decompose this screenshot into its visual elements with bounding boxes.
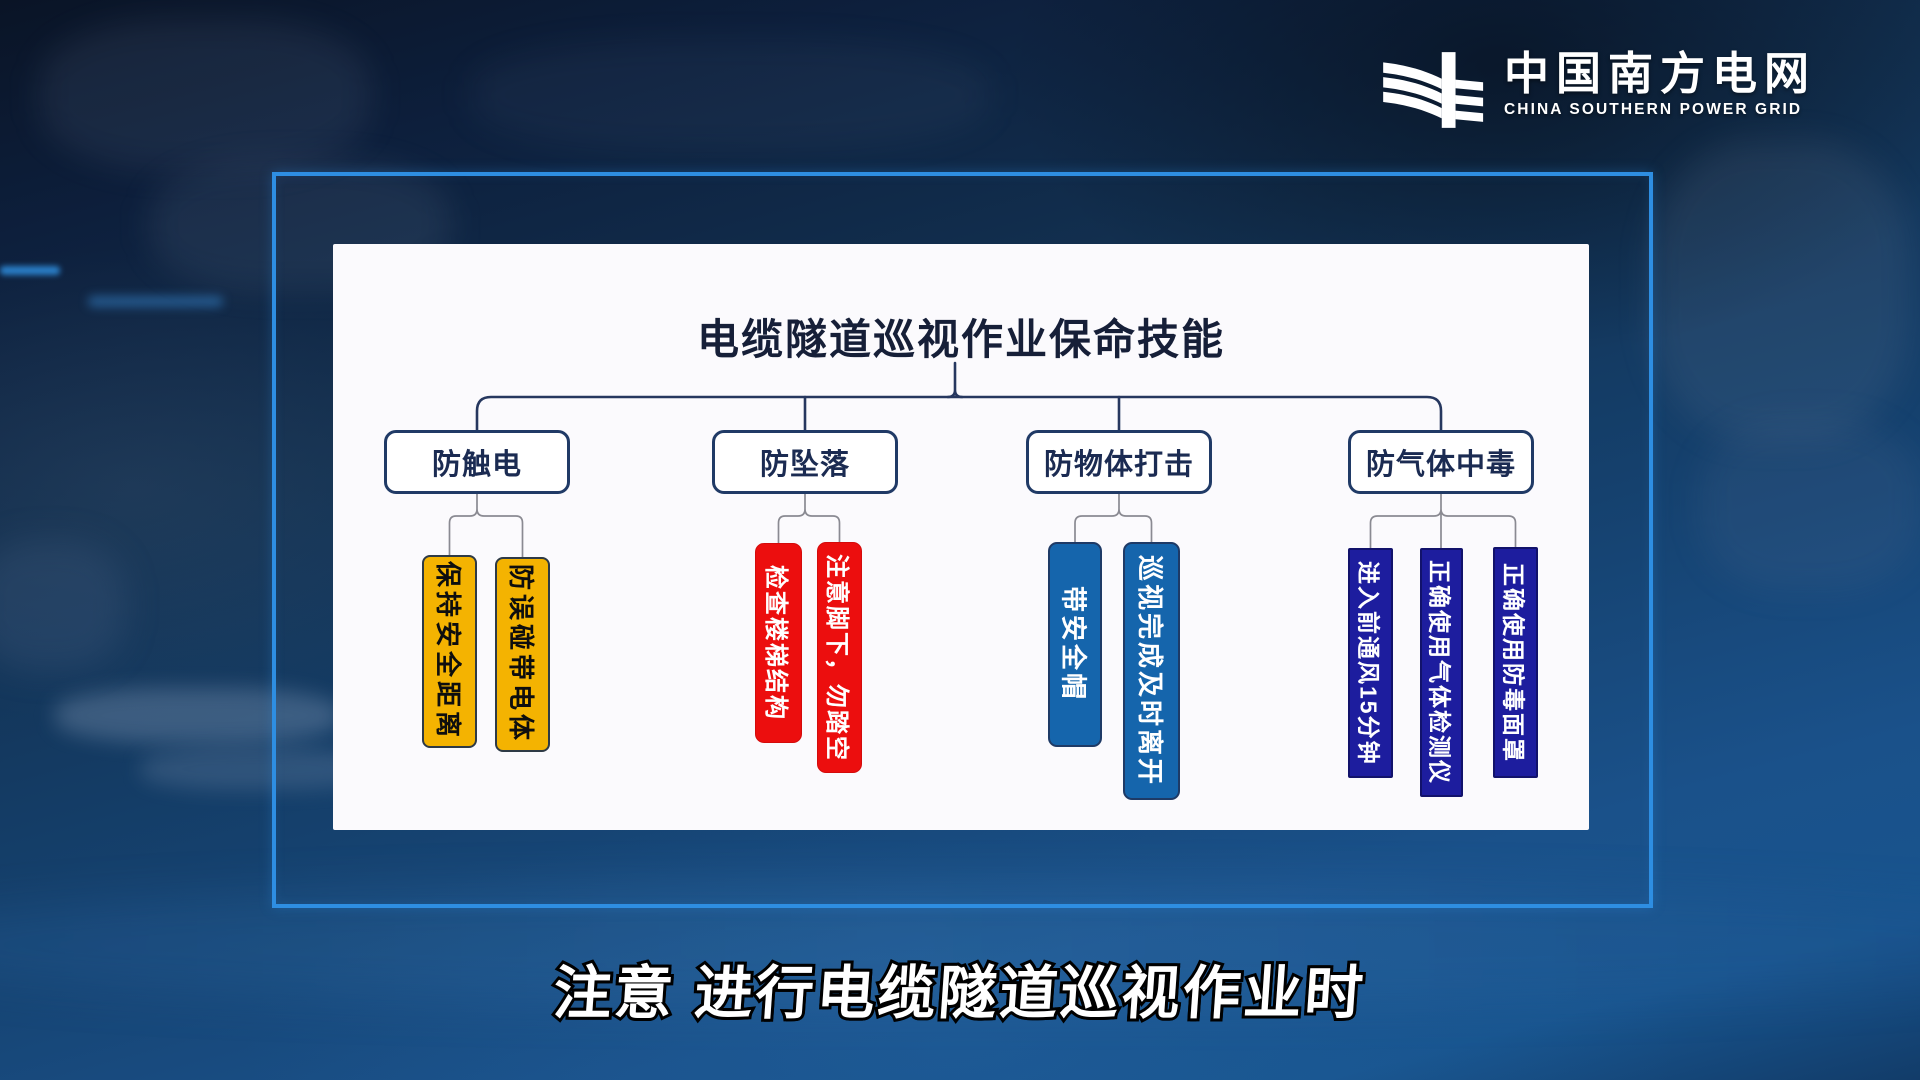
category-label: 防坠落 [759,449,850,481]
background-blur-shape [470,40,990,150]
leaf-label: 注意脚下，勿踏空 [823,553,850,762]
csg-logo-icon [1383,52,1484,128]
leaf-label: 进入前通风15分钟 [1355,560,1382,766]
highlight-frame [272,172,1653,908]
brand-name-cn: 中国南方电网 [1504,48,1817,99]
leaf-label: 巡视完成及时离开 [1135,554,1165,787]
brand-name-en: CHINA SOUTHERN POWER GRID [1504,101,1803,118]
leaf-connectors [448,493,1517,558]
category-label: 防气体中毒 [1365,449,1516,481]
category-gas-poisoning: 防气体中毒 [1348,430,1534,494]
leaf-label: 正确使用防毒面罩 [1500,562,1527,763]
diagram-panel: 电缆隧道巡视作业保命技能 防触电 防坠落 防物体打击 [333,244,1589,830]
subtitle-text: 注意 进行电缆隧道巡视作业时 [548,958,1371,1029]
background-blur-shape [40,20,370,170]
leaf-watch-your-step: 注意脚下，勿踏空 [817,542,862,773]
subtitle-caption: 注意 进行电缆隧道巡视作业时 [0,946,1920,1030]
leaf-ventilate-15-minutes: 进入前通风15分钟 [1348,548,1393,778]
brand-logo: 中国南方电网 CHINA SOUTHERN POWER GRID [1378,50,1816,130]
leaf-avoid-touching-live-parts: 防误碰带电体 [495,557,550,752]
background-blue-streak [88,296,223,307]
category-object-strike: 防物体打击 [1026,430,1212,494]
background-blur-streak [55,688,340,743]
background-blur-shape [1700,420,1920,590]
category-falling: 防坠落 [712,430,898,494]
diagram-title: 电缆隧道巡视作业保命技能 [696,316,1225,363]
leaf-label: 检查楼梯结构 [762,565,789,721]
leaf-wear-safety-helmet: 带安全帽 [1048,542,1102,747]
background-blur-shape [0,540,125,670]
category-label: 防触电 [431,449,522,481]
background-blue-streak [0,266,60,275]
background-blur-shape [1650,140,1910,440]
leaf-use-gas-mask: 正确使用防毒面罩 [1493,547,1538,778]
category-electric-shock: 防触电 [384,430,570,494]
connector-lines [448,361,1517,558]
leaf-use-gas-detector: 正确使用气体检测仪 [1420,548,1463,797]
leaf-keep-safe-distance: 保持安全距离 [422,555,477,748]
brand-logo-text: 中国南方电网 CHINA SOUTHERN POWER GRID [1504,50,1816,119]
leaf-label: 带安全帽 [1058,586,1089,703]
leaf-label: 防误碰带电体 [506,564,536,745]
category-label: 防物体打击 [1043,449,1194,481]
leaf-check-ladder-structure: 检查楼梯结构 [755,543,802,743]
leaf-leave-promptly-after-patrol: 巡视完成及时离开 [1123,542,1180,800]
leaf-label: 正确使用气体检测仪 [1426,560,1453,785]
leaf-label: 保持安全距离 [433,561,463,742]
tree-connectors [475,361,1443,432]
